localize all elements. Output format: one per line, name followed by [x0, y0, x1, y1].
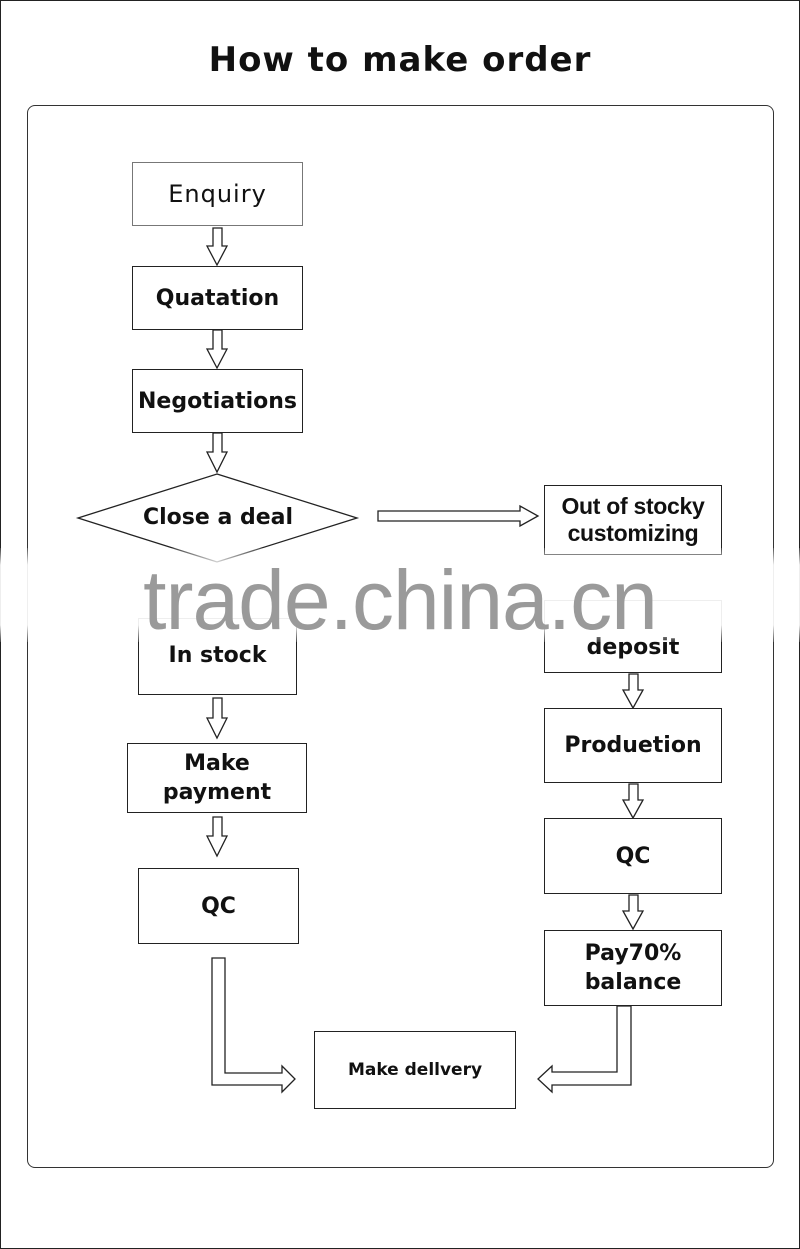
- arrow-deposit-produetion: [621, 673, 645, 710]
- qc-left-box: QC: [138, 868, 299, 944]
- arrow-qc-delivery: [211, 957, 296, 1094]
- close-deal-label: Close a deal: [142, 505, 294, 530]
- quatation-box: Quatation: [132, 266, 303, 330]
- arrow-stock-payment: [205, 697, 229, 740]
- arrow-enquiry-quatation: [205, 227, 229, 267]
- arrow-payment-qc: [205, 816, 229, 858]
- arrow-qc-balance: [621, 894, 645, 931]
- watermark-band: [0, 548, 800, 642]
- make-delivery-box: Make dellvery: [314, 1031, 516, 1109]
- make-payment-box: Make payment: [127, 743, 307, 813]
- arrow-quatation-negotiations: [205, 329, 229, 370]
- enquiry-box: Enquiry: [132, 162, 303, 226]
- arrow-balance-delivery: [537, 1005, 632, 1094]
- arrow-deal-outofstock: [377, 504, 540, 528]
- pay-balance-box: Pay70% balance: [544, 930, 722, 1006]
- qc-right-box: QC: [544, 818, 722, 894]
- produetion-box: Produetion: [544, 708, 722, 783]
- arrow-negotiations-deal: [205, 432, 229, 474]
- page-title: How to make order: [208, 40, 592, 80]
- negotiations-box: Negotiations: [132, 369, 303, 433]
- out-of-stock-box: Out of stocky customizing: [544, 485, 722, 555]
- watermark-text: trade.china.cn: [143, 553, 658, 647]
- arrow-produetion-qc: [621, 783, 645, 820]
